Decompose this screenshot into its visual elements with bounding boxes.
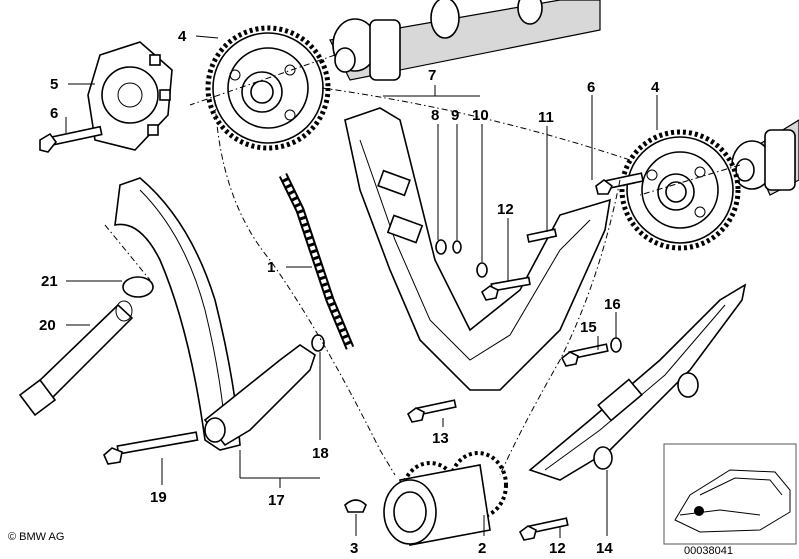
label-4-right: 4: [651, 79, 660, 96]
label-2: 2: [478, 540, 486, 557]
axis-line-upper: [189, 54, 336, 106]
label-1: 1: [267, 259, 275, 276]
label-17: 17: [268, 492, 285, 509]
label-20: 20: [39, 317, 56, 334]
label-6-right: 6: [587, 79, 595, 96]
washer-16: [610, 337, 622, 353]
label-11: 11: [538, 109, 554, 126]
label-12-upper: 12: [497, 201, 514, 218]
bolt-13: [406, 399, 457, 423]
leader-lines: [65, 35, 658, 538]
label-13: 13: [432, 430, 449, 447]
label-8: 8: [431, 107, 439, 124]
bolt-12-upper: [480, 276, 531, 301]
label-9: 9: [451, 107, 459, 124]
camshaft-sprocket-right: [619, 129, 741, 251]
camshaft-sprocket-left: [205, 25, 331, 151]
label-16: 16: [604, 296, 621, 313]
guide-rail-lower: [528, 283, 747, 481]
camshaft-left: [329, 0, 601, 81]
label-7: 7: [428, 67, 436, 84]
label-19: 19: [150, 489, 167, 506]
label-4-left: 4: [178, 28, 187, 45]
vehicle-inset: 00038041: [663, 443, 797, 557]
label-15: 15: [580, 319, 597, 336]
label-10: 10: [472, 107, 489, 124]
chain-path-top: [321, 87, 631, 161]
guide-rail-upper: [344, 107, 612, 391]
timing-chain: [278, 173, 355, 350]
label-12-lower: 12: [549, 540, 566, 557]
tensioner-rail: [114, 177, 316, 451]
bolt-15: [560, 343, 609, 367]
label-21: 21: [41, 273, 58, 290]
label-6-left: 6: [50, 105, 58, 122]
bolt-6-left: [39, 125, 103, 153]
pin-11: [526, 228, 558, 243]
label-18: 18: [312, 445, 329, 462]
tensioner-plunger: [18, 300, 134, 417]
washers: [435, 239, 488, 278]
label-5: 5: [50, 76, 58, 93]
label-3: 3: [350, 540, 358, 557]
copyright-text: © BMW AG: [8, 531, 64, 543]
bolt-6-right: [595, 172, 644, 195]
inset-code: 00038041: [684, 545, 733, 557]
sensor-wheel: [87, 41, 173, 151]
crankshaft-sprocket: [383, 451, 508, 546]
label-14: 14: [596, 540, 613, 557]
woodruff-key: [344, 499, 367, 513]
chain-path-right: [499, 179, 621, 476]
seal-ring-21: [122, 276, 154, 298]
chain-path-left: [214, 99, 396, 476]
axis-line-right: [639, 164, 741, 196]
axis-line-plunger: [104, 224, 151, 281]
washer-18: [311, 334, 325, 352]
bolt-12-lower: [518, 517, 569, 541]
location-marker-dot: [694, 506, 704, 516]
camshaft-right: [731, 119, 799, 196]
bolt-19: [103, 431, 199, 465]
